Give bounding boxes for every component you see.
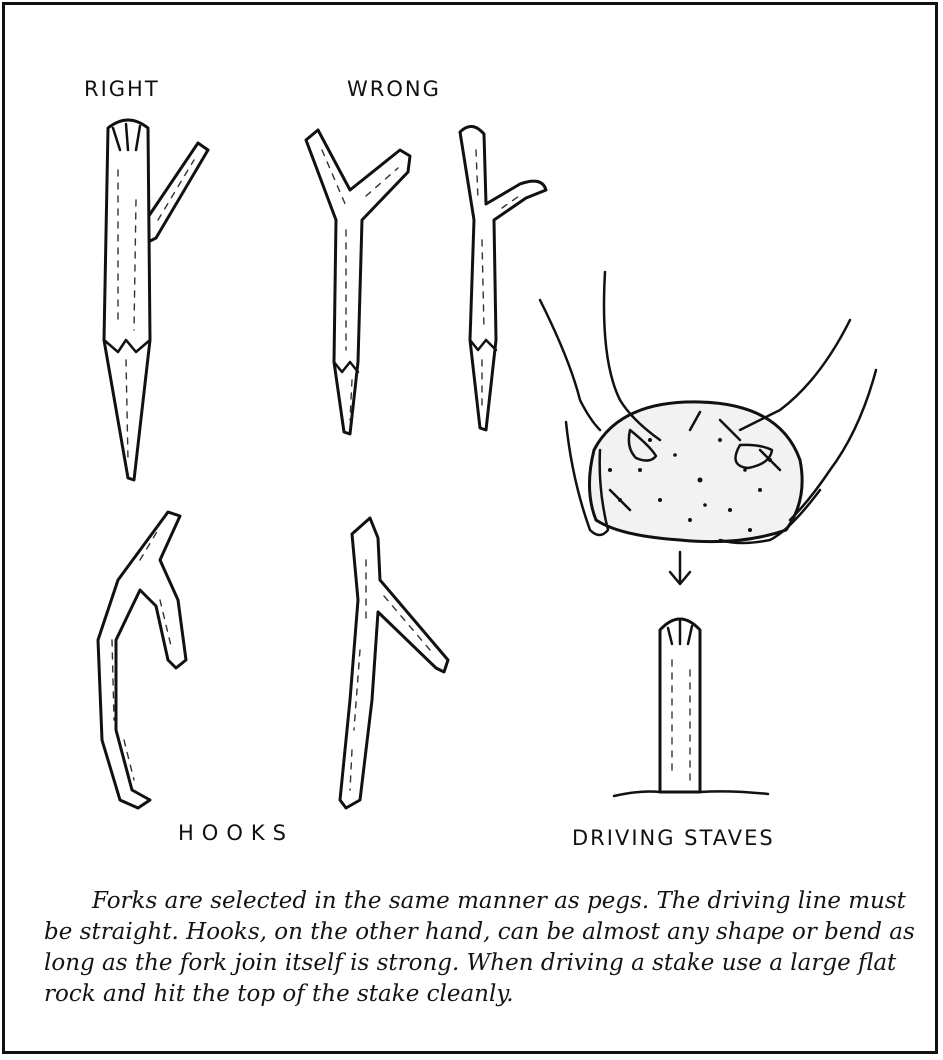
label-hooks: HOOKS [178,821,294,845]
down-arrow-icon [670,552,690,584]
wrong-fork-bent-stick [460,126,546,430]
label-driving-staves: DRIVING STAVES [572,826,775,850]
hook-long-stick [340,518,448,808]
hook-curved-stick [98,512,186,808]
caption-text: Forks are selected in the same manner as… [44,886,920,1010]
label-right: RIGHT [84,77,160,101]
right-fork-stick [104,120,208,480]
wrong-fork-y-stick [306,130,410,434]
hands-with-rock [540,272,876,543]
label-wrong: WRONG [347,77,441,101]
driven-stake [614,619,768,796]
